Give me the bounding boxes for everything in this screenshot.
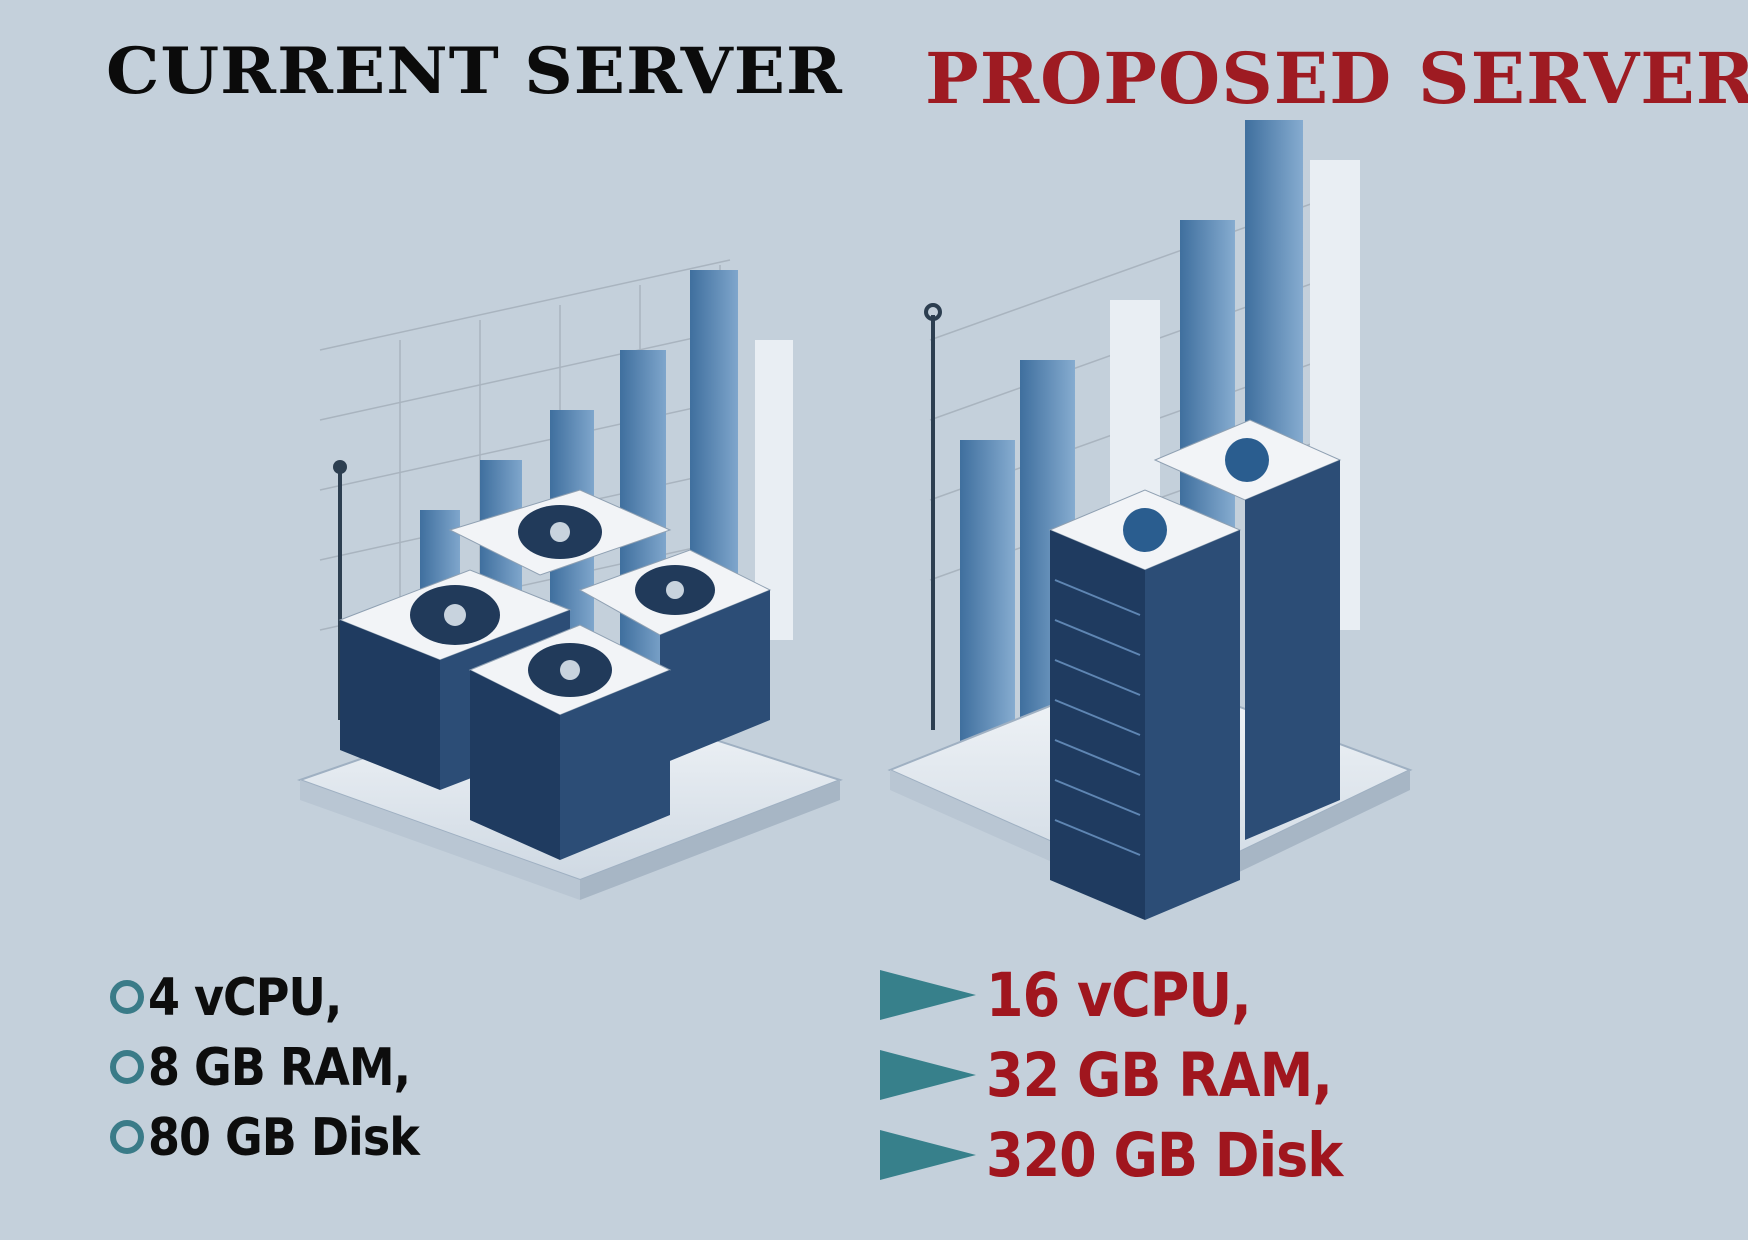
bar bbox=[960, 440, 1015, 750]
server-unit bbox=[468, 624, 672, 860]
spec-item: 320 GB Disk bbox=[880, 1115, 1343, 1195]
triangle-bullet-icon bbox=[880, 970, 976, 1020]
triangle-bullet-icon bbox=[880, 1050, 976, 1100]
ring-bullet-icon bbox=[110, 980, 144, 1014]
ring-bullet-icon bbox=[110, 1120, 144, 1154]
spec-item: 16 vCPU, bbox=[880, 955, 1342, 1035]
ring-bullet-icon bbox=[110, 1050, 144, 1084]
spec-text: 4 vCPU, bbox=[148, 966, 342, 1028]
server-rack bbox=[1153, 419, 1342, 840]
current-server-illustration bbox=[296, 259, 844, 900]
spec-item: 8 GB RAM, bbox=[110, 1032, 419, 1102]
triangle-bullet-icon bbox=[880, 1130, 976, 1180]
spec-item: 4 vCPU, bbox=[110, 962, 419, 1032]
spec-item: 32 GB RAM, bbox=[880, 1035, 1342, 1115]
current-specs-list: 4 vCPU, 8 GB RAM, 80 GB Disk bbox=[110, 962, 420, 1172]
spec-text: 80 GB Disk bbox=[148, 1106, 420, 1168]
proposed-server-title: PROPOSED SERVER bbox=[925, 37, 1748, 120]
spec-text: 320 GB Disk bbox=[986, 1119, 1343, 1191]
spec-text: 32 GB RAM, bbox=[986, 1039, 1333, 1111]
current-server-title: CURRENT SERVER bbox=[106, 34, 843, 109]
spec-text: 8 GB RAM, bbox=[148, 1036, 411, 1098]
server-rack bbox=[1048, 489, 1242, 920]
proposed-specs-list: 16 vCPU, 32 GB RAM, 320 GB Disk bbox=[880, 955, 1343, 1195]
axis-knob-icon bbox=[924, 303, 942, 321]
proposed-server-illustration bbox=[887, 120, 1413, 920]
server-unit bbox=[448, 489, 672, 576]
spec-text: 16 vCPU, bbox=[986, 959, 1252, 1031]
spec-item: 80 GB Disk bbox=[110, 1102, 420, 1172]
axis-knob-icon bbox=[333, 460, 347, 474]
server-unit bbox=[578, 549, 772, 765]
